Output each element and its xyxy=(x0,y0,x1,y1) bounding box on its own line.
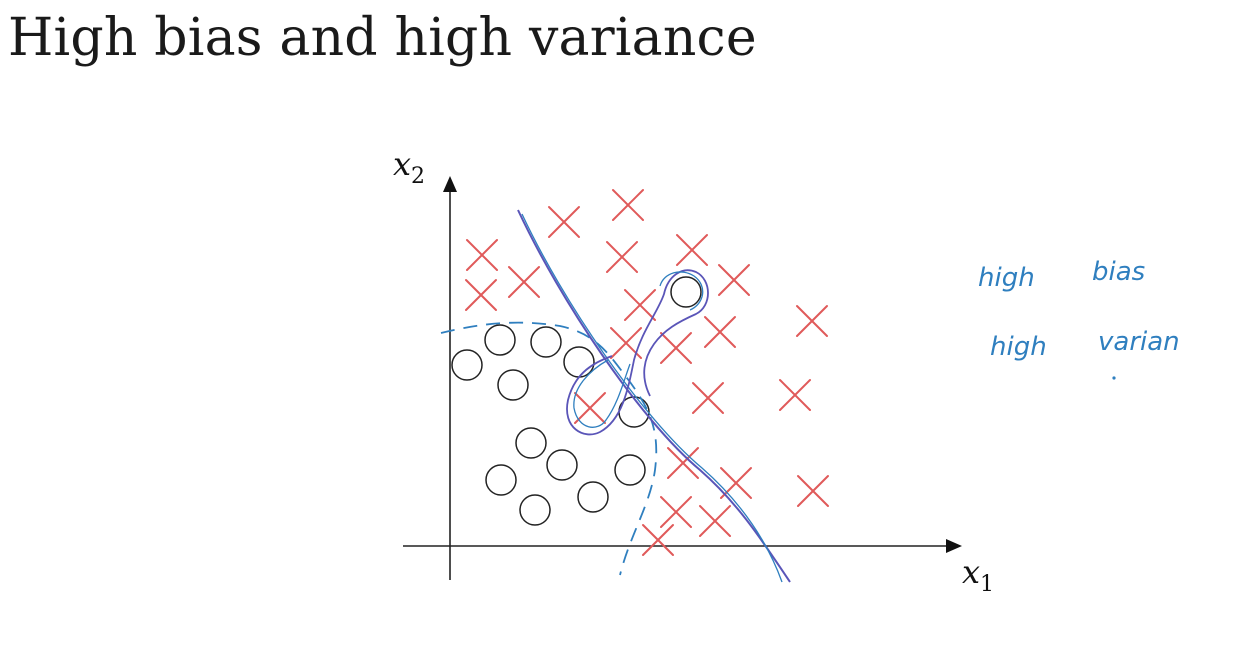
y-axis-label: x2 xyxy=(393,145,425,189)
cross-marker xyxy=(548,206,580,238)
cross-marker xyxy=(642,524,674,556)
linear-boundary-line-shadow xyxy=(521,213,783,583)
circle-marker xyxy=(670,276,702,308)
circle-marker xyxy=(515,427,547,459)
handwritten-annotation: high bias high varian xyxy=(978,257,1180,380)
cross-marker xyxy=(692,382,724,414)
cross-marker xyxy=(508,266,540,298)
annotation-high-1: high xyxy=(978,263,1035,293)
cross-marker xyxy=(606,241,638,273)
slide-title: High bias and high variance xyxy=(8,8,757,68)
negative-examples xyxy=(451,276,702,526)
annotation-bias: bias xyxy=(1092,257,1145,287)
annotation-dot xyxy=(1112,376,1116,380)
x-axis-arrowhead xyxy=(946,539,962,553)
annotation-high-2: high xyxy=(990,332,1047,362)
cross-marker xyxy=(699,505,731,537)
circle-marker xyxy=(451,349,483,381)
cross-marker xyxy=(718,264,750,296)
cross-marker xyxy=(465,279,497,311)
y-axis-arrowhead xyxy=(443,176,457,192)
axes: x1 x2 xyxy=(393,145,994,597)
cross-marker xyxy=(676,234,708,266)
circle-marker xyxy=(484,324,516,356)
linear-boundary-line xyxy=(517,209,791,583)
cross-marker xyxy=(796,305,828,337)
dashed-boundary-curve xyxy=(440,321,658,576)
overfit-loop-curve xyxy=(566,269,709,436)
cross-marker xyxy=(466,239,498,271)
overfit-loop-curve-shadow xyxy=(573,271,704,428)
cross-marker xyxy=(720,467,752,499)
cross-marker xyxy=(667,447,699,479)
cross-marker xyxy=(779,379,811,411)
annotation-varian: varian xyxy=(1098,327,1180,357)
circle-marker xyxy=(519,494,551,526)
circle-marker xyxy=(546,449,578,481)
cross-marker xyxy=(797,475,829,507)
circle-marker xyxy=(577,481,609,513)
circle-marker xyxy=(497,369,529,401)
positive-examples xyxy=(465,189,829,556)
cross-marker xyxy=(660,332,692,364)
cross-marker xyxy=(574,392,606,424)
circle-marker xyxy=(563,346,595,378)
cross-marker xyxy=(660,496,692,528)
circle-marker xyxy=(485,464,517,496)
cross-marker xyxy=(704,316,736,348)
circle-marker xyxy=(530,326,562,358)
cross-marker xyxy=(624,289,656,321)
circle-marker xyxy=(614,454,646,486)
cross-marker xyxy=(612,189,644,221)
x-axis-label: x1 xyxy=(962,553,994,597)
